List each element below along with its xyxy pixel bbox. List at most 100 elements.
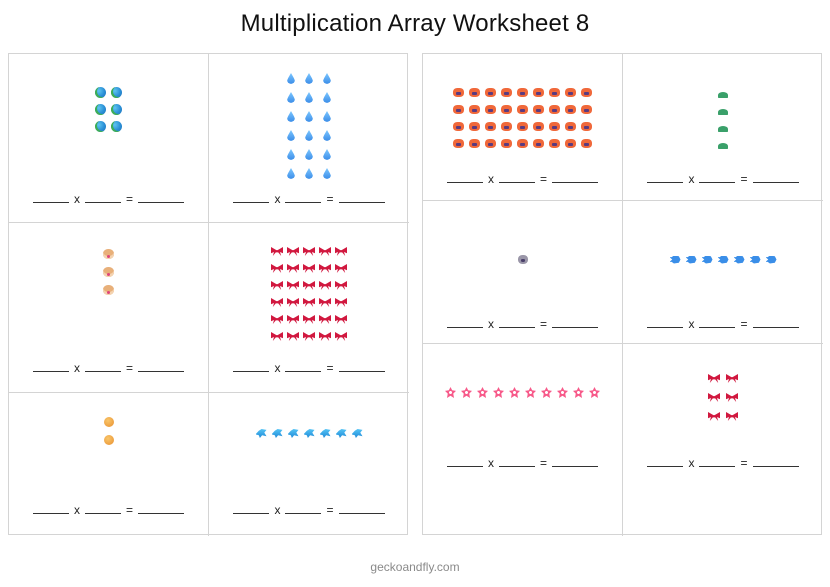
cherry-blossom-icon	[509, 387, 520, 398]
array-item	[579, 118, 595, 135]
jack-o-lantern-icon	[533, 105, 544, 114]
factor-1-blank[interactable]	[446, 326, 483, 328]
array-item	[467, 101, 483, 118]
product-blank[interactable]	[552, 326, 598, 328]
array-item	[301, 294, 317, 311]
equation-blanks: x=	[423, 456, 622, 470]
factor-1-blank[interactable]	[233, 201, 270, 203]
array-item	[301, 328, 317, 345]
worksheet-title: Multiplication Array Worksheet 8	[240, 10, 590, 37]
array-item	[705, 369, 723, 388]
factor-2-blank[interactable]	[699, 465, 736, 467]
array-item	[531, 118, 547, 135]
factor-2-blank[interactable]	[699, 326, 736, 328]
factor-2-blank[interactable]	[285, 201, 322, 203]
droplet-icon	[323, 73, 331, 84]
product-blank[interactable]	[138, 512, 184, 514]
equals-sign: =	[539, 456, 547, 470]
product-blank[interactable]	[552, 181, 598, 183]
product-blank[interactable]	[752, 326, 799, 328]
array-item	[563, 101, 579, 118]
array-problem-cell: x=	[623, 54, 823, 201]
array-item	[715, 120, 731, 137]
product-blank[interactable]	[138, 201, 184, 203]
array-item	[333, 277, 349, 294]
factor-2-blank[interactable]	[84, 512, 121, 514]
times-sign: x	[274, 192, 281, 206]
factor-2-blank[interactable]	[498, 465, 535, 467]
array-item	[579, 101, 595, 118]
array-item	[747, 251, 763, 268]
times-sign: x	[73, 192, 80, 206]
droplet-icon	[323, 149, 331, 160]
array-item	[499, 101, 515, 118]
dog-face-icon	[103, 285, 114, 295]
array-item	[317, 425, 333, 442]
worksheet-panel-right: x=x=x=x=x=x=	[422, 53, 823, 536]
jack-o-lantern-icon	[469, 139, 480, 148]
array-item	[317, 260, 333, 277]
array-item	[451, 135, 467, 152]
ribbon-bow-icon	[335, 332, 347, 341]
array-item	[282, 88, 300, 107]
product-blank[interactable]	[338, 512, 385, 514]
droplet-icon	[323, 111, 331, 122]
factor-1-blank[interactable]	[233, 370, 270, 372]
product-blank[interactable]	[752, 181, 799, 183]
factor-1-blank[interactable]	[446, 465, 483, 467]
product-blank[interactable]	[138, 370, 184, 372]
equals-sign: =	[740, 172, 748, 186]
equals-sign: =	[539, 172, 547, 186]
equals-sign: =	[539, 317, 547, 331]
jack-o-lantern-icon	[533, 122, 544, 131]
product-blank[interactable]	[552, 465, 598, 467]
array-item	[531, 101, 547, 118]
factor-1-blank[interactable]	[647, 181, 684, 183]
globe-icon	[111, 104, 122, 115]
ribbon-bow-icon	[319, 332, 331, 341]
array-item	[483, 101, 499, 118]
factor-1-blank[interactable]	[647, 465, 684, 467]
factor-1-blank[interactable]	[32, 370, 69, 372]
factor-2-blank[interactable]	[498, 181, 535, 183]
factor-2-blank[interactable]	[84, 370, 121, 372]
factor-2-blank[interactable]	[699, 181, 736, 183]
jack-o-lantern-icon	[565, 139, 576, 148]
factor-1-blank[interactable]	[32, 201, 69, 203]
fish-icon	[749, 255, 761, 264]
footer-site-credit: geckoandfly.com	[370, 560, 460, 574]
product-blank[interactable]	[338, 201, 385, 203]
factor-1-blank[interactable]	[32, 512, 69, 514]
factor-2-blank[interactable]	[285, 512, 322, 514]
array-item	[563, 118, 579, 135]
factor-2-blank[interactable]	[498, 326, 535, 328]
jack-o-lantern-icon	[485, 105, 496, 114]
emoji-array	[423, 251, 622, 268]
product-blank[interactable]	[338, 370, 385, 372]
array-item	[269, 260, 285, 277]
fish-icon	[685, 255, 697, 264]
array-item	[285, 425, 301, 442]
factor-1-blank[interactable]	[647, 326, 684, 328]
ribbon-bow-icon	[303, 247, 315, 256]
emoji-array	[209, 243, 409, 345]
ribbon-bow-icon	[303, 315, 315, 324]
equation-blanks: x=	[9, 361, 208, 375]
equation-blanks: x=	[9, 192, 208, 206]
array-item	[547, 101, 563, 118]
worksheet-panel-left: x=x=x=x=x=x=	[8, 53, 409, 536]
factor-1-blank[interactable]	[233, 512, 270, 514]
product-blank[interactable]	[752, 465, 799, 467]
ribbon-bow-icon	[726, 393, 738, 402]
jack-o-lantern-icon	[549, 88, 560, 97]
array-item	[667, 251, 683, 268]
jack-o-lantern-icon	[533, 88, 544, 97]
ribbon-bow-icon	[271, 332, 283, 341]
array-item	[318, 107, 336, 126]
array-item	[705, 388, 723, 407]
array-item	[285, 294, 301, 311]
factor-2-blank[interactable]	[84, 201, 121, 203]
factor-2-blank[interactable]	[285, 370, 322, 372]
factor-1-blank[interactable]	[446, 181, 483, 183]
cherry-blossom-icon	[525, 387, 536, 398]
